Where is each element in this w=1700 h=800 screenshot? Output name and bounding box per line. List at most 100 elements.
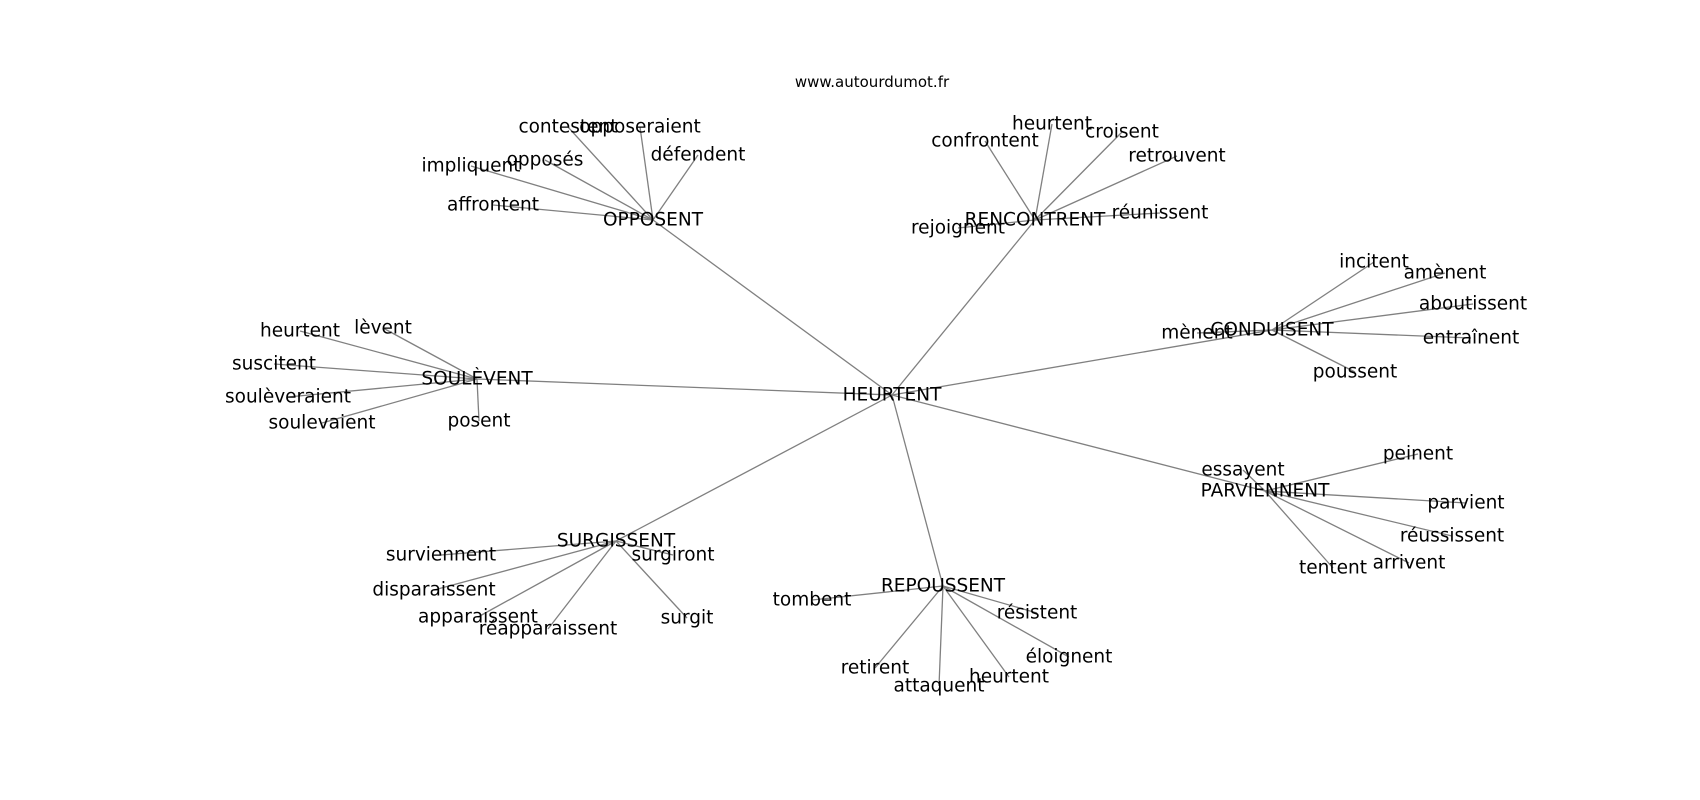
hub-node-soulevent: SOULÈVENT [421,368,533,390]
edge-soulevent-posent [476,378,480,422]
edge-repoussent-attaquent [938,585,944,687]
leaf-node-conduisent-entrainent: entraînent [1423,328,1520,349]
edge-center-rencontrent [891,219,1036,396]
edge-center-parviennent [891,394,1266,492]
edge-conduisent-poussent [1271,329,1356,373]
edge-opposent-affrontent [492,204,654,221]
edge-soulevent-suscitent [273,363,478,380]
edge-opposent-impliquent [470,165,654,221]
leaf-node-soulevent-soulevaient: soulevaient [269,413,376,434]
leaf-node-rencontrent-retrouvent: retrouvent [1128,146,1225,167]
edge-repoussent-heurtent [942,585,1010,678]
hub-node-opposent: OPPOSENT [603,210,704,231]
leaf-node-conduisent-amenent: amènent [1404,263,1487,284]
edge-opposent-opposeraient [639,126,654,221]
edge-conduisent-incitent [1271,261,1375,331]
edge-surgissent-surgit [615,540,688,619]
edge-surgissent-reapparaissent [547,540,617,630]
center-node-label: HEURTENT [843,385,942,406]
edge-soulevent-heurtent [299,330,478,380]
edge-repoussent-resistent [942,585,1038,614]
edge-rencontrent-rejoignent [957,219,1036,229]
edge-opposent-opposes [544,159,654,221]
leaf-node-rencontrent-reunissent: réunissent [1112,203,1209,224]
label-layer: HEURTENTOPPOSENTaffrontentimpliquentoppo… [225,114,1527,697]
leaf-node-soulevent-levent: lèvent [354,318,412,339]
edge-opposent-defendent [652,154,699,221]
leaf-node-conduisent-menent: mènent [1161,323,1233,344]
edge-repoussent-tombent [811,585,944,601]
hub-node-repoussent: REPOUSSENT [881,576,1006,597]
leaf-node-repoussent-heurtent: heurtent [969,667,1049,688]
leaf-node-rencontrent-croisent: croisent [1085,122,1159,143]
edge-surgissent-surviennent [440,540,617,556]
edge-center-repoussent [891,394,944,587]
edge-soulevent-levent [382,327,478,380]
leaf-node-rencontrent-heurtent: heurtent [1012,114,1092,135]
edge-layer [273,123,1474,687]
hub-node-rencontrent: RENCONTRENT [965,210,1106,231]
hub-node-parviennent: PARVIENNENT [1201,481,1330,502]
hub-node-surgissent: SURGISSENT [557,531,676,552]
edge-rencontrent-croisent [1034,131,1123,221]
hub-node-conduisent: CONDUISENT [1210,320,1334,341]
edge-surgissent-disparaissent [433,540,617,591]
leaf-node-soulevent-souleveraient: soulèveraient [225,387,351,408]
leaf-node-surgissent-surgit: surgit [661,608,714,629]
leaf-node-parviennent-parvient: parvient [1427,493,1504,514]
edge-center-soulevent [476,378,893,396]
edge-conduisent-entrainent [1271,329,1472,339]
edge-parviennent-reussissent [1264,490,1453,537]
source-watermark: www.autourdumot.fr [794,73,950,91]
edge-parviennent-parvient [1264,490,1467,504]
leaf-node-repoussent-tombent: tombent [773,590,852,611]
leaf-node-surgissent-reapparaissent: réapparaissent [479,619,617,640]
leaf-node-rencontrent-confrontent: confrontent [931,131,1039,152]
edge-repoussent-retirent [874,585,944,669]
leaf-node-surgissent-surgiront: surgiront [631,545,714,566]
edge-soulevent-souleveraient [287,378,478,398]
leaf-node-parviennent-peinent: peinent [1383,444,1453,465]
leaf-node-rencontrent-rejoignent: rejoignent [911,218,1005,239]
edge-center-opposent [652,219,893,396]
leaf-node-repoussent-resistent: résistent [997,603,1078,624]
edge-surgissent-apparaissent [477,540,617,618]
leaf-node-opposent-opposeraient: opposeraient [579,117,701,138]
edge-rencontrent-confrontent [984,140,1036,221]
edge-conduisent-aboutissent [1271,303,1474,331]
leaf-node-soulevent-posent: posent [447,411,510,432]
edge-repoussent-eloignent [942,585,1070,658]
leaf-node-conduisent-aboutissent: aboutissent [1419,294,1527,315]
leaf-node-surgissent-surviennent: surviennent [386,545,496,566]
leaf-node-opposent-opposes: opposés [507,150,584,171]
leaf-node-parviennent-arrivent: arrivent [1373,553,1446,574]
leaf-node-soulevent-suscitent: suscitent [232,354,316,375]
leaf-node-opposent-impliquent: impliquent [421,156,520,177]
edge-rencontrent-retrouvent [1034,155,1178,221]
edge-conduisent-menent [1196,329,1273,334]
edge-center-surgissent [615,394,893,542]
leaf-node-opposent-defendent: défendent [651,145,746,166]
edge-rencontrent-heurtent [1034,123,1053,221]
edge-center-conduisent [891,329,1273,396]
leaf-node-repoussent-attaquent: attaquent [893,676,984,697]
edge-parviennent-arrivent [1264,490,1410,564]
edge-surgissent-surgiront [615,540,674,556]
leaf-node-conduisent-poussent: poussent [1313,362,1397,383]
leaf-node-opposent-affrontent: affrontent [447,195,539,216]
leaf-node-opposent-contestent: contestent [518,117,617,138]
leaf-node-parviennent-tentent: tentent [1299,558,1367,579]
edge-soulevent-soulevaient [321,378,478,424]
edge-parviennent-peinent [1264,453,1419,492]
leaf-node-soulevent-heurtent: heurtent [260,321,340,342]
leaf-node-conduisent-incitent: incitent [1339,252,1409,273]
edge-parviennent-essayent [1242,469,1266,492]
edge-parviennent-tentent [1264,490,1334,569]
leaf-node-parviennent-reussissent: réussissent [1400,526,1504,547]
leaf-node-repoussent-eloignent: éloignent [1026,647,1113,668]
edge-rencontrent-reunissent [1034,212,1161,221]
edge-opposent-contestent [567,126,654,221]
leaf-node-repoussent-retirent: retirent [841,658,910,679]
